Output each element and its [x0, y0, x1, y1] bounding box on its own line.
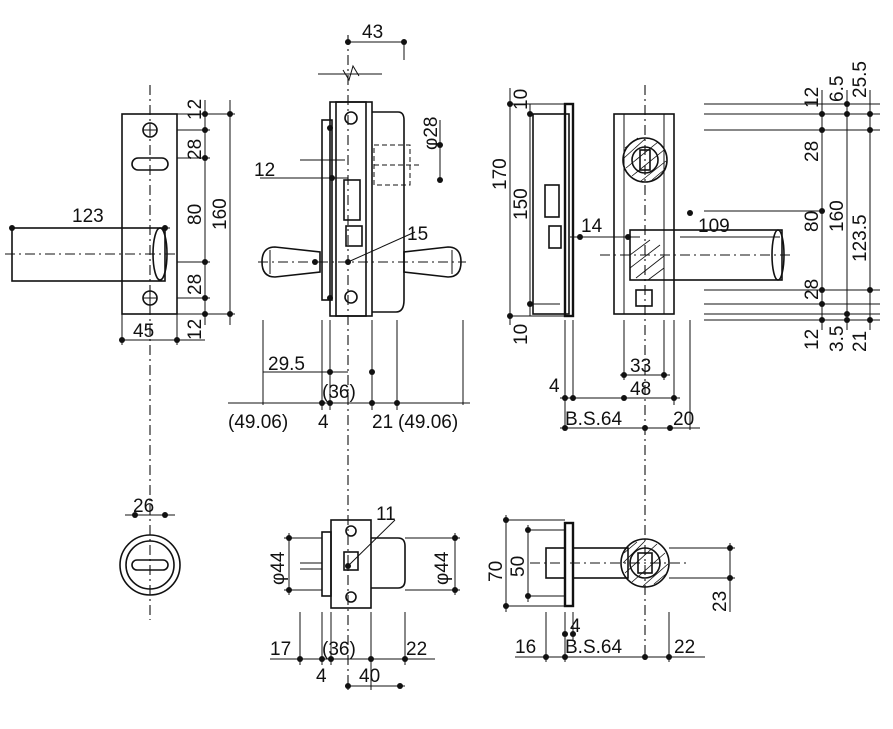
dim-phi44-left: φ44: [268, 551, 289, 585]
dim-14: 14: [581, 216, 603, 237]
dim-12-side: 12: [254, 160, 275, 181]
dim-123: 123: [72, 206, 104, 227]
dim-4-c: 4: [316, 666, 327, 687]
section-view: 11 φ44 φ44 17 (36) 22 4 40: [268, 504, 460, 690]
back-section-rose: [620, 538, 670, 588]
section-lock-body: [330, 519, 372, 609]
dim-49-06-left: (49.06): [228, 412, 288, 433]
dim-r160: 160: [827, 200, 848, 232]
dim-170: 170: [490, 158, 511, 190]
dim-r12-bottom: 12: [802, 329, 823, 350]
dim-43: 43: [362, 22, 383, 43]
dim-bs64-a: B.S.64: [565, 409, 622, 430]
dim-11: 11: [376, 504, 396, 525]
dim-36-a: (36): [322, 382, 356, 403]
back-case: [532, 113, 570, 315]
back-cylinder-hatch: [623, 137, 667, 182]
side-view: 43 φ28 12 15 29.5 (36) (49.06) 4 21 (49.…: [228, 22, 470, 690]
dim-29-5: 29.5: [268, 354, 305, 375]
dim-bs64-b: B.S.64: [565, 637, 622, 658]
back-escutcheon: [613, 113, 675, 315]
section-cover: [371, 537, 406, 589]
dim-20: 20: [673, 409, 694, 430]
dim-109: 109: [698, 216, 730, 237]
dim-10-top: 10: [511, 89, 532, 110]
dim-10-bottom: 10: [511, 324, 532, 345]
side-cover: [372, 111, 405, 313]
dim-3-5: 3.5: [827, 326, 848, 352]
back-faceplate: [563, 102, 575, 318]
dim-49-06-right: (49.06): [398, 412, 458, 433]
back-section-view: 70 50 23 4 16 B.S.64 22: [486, 515, 735, 662]
dim-r21: 21: [850, 331, 871, 352]
dim-r28-a: 28: [802, 141, 823, 162]
rose-view: 26: [119, 496, 181, 596]
dim-4-b: 4: [549, 376, 560, 397]
dim-17: 17: [270, 639, 291, 660]
dim-25-5: 25.5: [850, 61, 871, 98]
dim-160-a: 160: [210, 198, 231, 230]
dim-150: 150: [511, 188, 532, 220]
dim-r80: 80: [802, 211, 823, 232]
dim-4-a: 4: [318, 412, 329, 433]
front-thumbturn-slot: [131, 157, 169, 171]
dim-12-bottom: 12: [185, 319, 206, 340]
dim-50: 50: [508, 556, 529, 577]
front-view: 123 45 12 28 80 160 28 12: [5, 85, 235, 620]
dim-40: 40: [359, 666, 380, 687]
back-section-faceplate: [563, 521, 575, 608]
dim-12-top: 12: [185, 99, 206, 120]
dim-28-a: 28: [185, 139, 206, 160]
dim-6-5: 6.5: [827, 76, 848, 102]
dim-r28-b: 28: [802, 279, 823, 300]
dim-23: 23: [710, 591, 731, 612]
side-latch: [343, 179, 361, 221]
dim-36-b: (36): [322, 639, 356, 660]
back-cylinder: [622, 137, 668, 183]
dim-48: 48: [630, 379, 651, 400]
dim-r12-top: 12: [802, 87, 823, 108]
dim-45: 45: [133, 321, 154, 342]
dim-26: 26: [133, 496, 154, 517]
dim-80-a: 80: [185, 204, 206, 225]
dim-33: 33: [630, 356, 651, 377]
dim-70: 70: [486, 561, 507, 582]
dim-phi28: φ28: [421, 117, 442, 150]
dim-123-5: 123.5: [850, 214, 871, 262]
dim-22-b: 22: [674, 637, 695, 658]
dim-16: 16: [515, 637, 536, 658]
side-lever-left: [261, 246, 321, 278]
dim-28-b: 28: [185, 274, 206, 295]
dim-22-a: 22: [406, 639, 427, 660]
dim-4-d: 4: [570, 616, 581, 637]
dim-15: 15: [407, 224, 428, 245]
dim-phi44-right: φ44: [432, 551, 453, 585]
rose-outer: [119, 534, 181, 596]
back-view: 170 150 10 10 14 109 4 33 48 B.S.64 20 1…: [490, 61, 880, 660]
dim-21-a: 21: [372, 412, 393, 433]
rose-turn-slot: [131, 559, 169, 571]
